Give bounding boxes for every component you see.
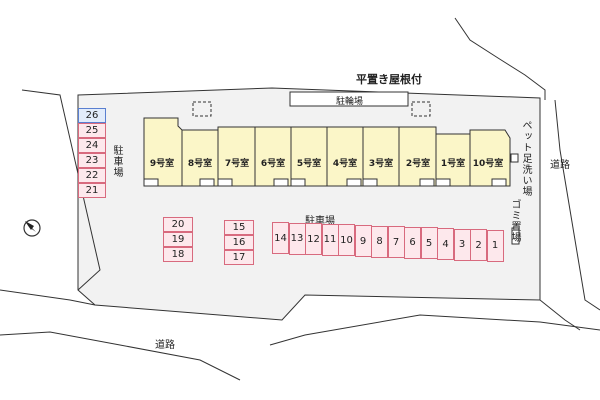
parking-stall: 1 — [486, 229, 504, 262]
north-arrow-icon — [23, 219, 41, 237]
parking-stall: 26 — [78, 108, 106, 123]
parking-stall: 25 — [78, 123, 106, 138]
parking-left-label: 駐車場 — [111, 145, 122, 178]
parking-stall: 12 — [305, 223, 322, 256]
parking-stall: 10 — [338, 224, 355, 257]
boundary-bottom — [0, 289, 96, 306]
garbage-area — [511, 227, 520, 245]
road-right-label: 道路 — [550, 160, 570, 171]
parking-stall: 6 — [404, 226, 421, 259]
parking-center-label: 駐車場 — [305, 216, 335, 227]
boundary-road-bottom — [269, 314, 600, 346]
room-label: 5号室 — [296, 159, 322, 169]
dashed-box — [192, 101, 212, 117]
room-label: 9号室 — [149, 159, 175, 169]
pet-wash-marker — [510, 153, 519, 163]
parking-stall: 22 — [78, 168, 106, 183]
parking-stall: 20 — [163, 217, 193, 232]
parking-stall: 18 — [163, 247, 193, 262]
room-label: 3号室 — [368, 159, 394, 169]
parking-stall: 2 — [470, 229, 487, 262]
dashed-box — [411, 101, 431, 117]
parking-stall: 17 — [224, 250, 254, 265]
room-label: 8号室 — [187, 159, 213, 169]
roof-parking-label: 平置き屋根付 — [356, 73, 422, 86]
road-bottom-label: 道路 — [155, 340, 175, 351]
parking-stall: 5 — [420, 227, 438, 260]
parking-stall: 4 — [437, 228, 454, 260]
porch-boxes — [143, 178, 507, 187]
bicycle-parking-area — [289, 91, 409, 107]
parking-stall: 19 — [163, 232, 193, 247]
parking-stall: 13 — [288, 222, 306, 255]
parking-stall: 16 — [224, 235, 254, 250]
bicycle-parking-label: 駐輪場 — [336, 97, 364, 107]
garbage-label: ゴミ置場 — [509, 199, 520, 243]
parking-stall: 7 — [387, 226, 405, 259]
parking-stall: 11 — [321, 223, 339, 256]
parking-stall: 9 — [354, 225, 372, 257]
parking-stall: 14 — [272, 222, 289, 254]
parking-stall: 23 — [78, 153, 106, 168]
room-dividers — [181, 127, 471, 186]
parking-stall: 24 — [78, 138, 106, 153]
room-label: 4号室 — [332, 159, 358, 169]
parking-stall: 15 — [224, 220, 254, 235]
pet-wash-label: ペット足洗い場 — [520, 120, 531, 197]
room-label: 10号室 — [472, 159, 504, 169]
boundary-top-right — [454, 17, 546, 100]
room-label: 6号室 — [260, 159, 286, 169]
parking-stall: 8 — [371, 225, 388, 258]
parking-stall: 21 — [78, 183, 106, 198]
boundary-right-inner — [539, 299, 581, 331]
boundary-road-bottom-2 — [0, 331, 241, 381]
room-label: 7号室 — [224, 159, 250, 169]
boundary-right — [554, 99, 600, 311]
room-label: 2号室 — [405, 159, 431, 169]
parking-stall: 3 — [453, 228, 471, 261]
room-label: 1号室 — [440, 159, 466, 169]
